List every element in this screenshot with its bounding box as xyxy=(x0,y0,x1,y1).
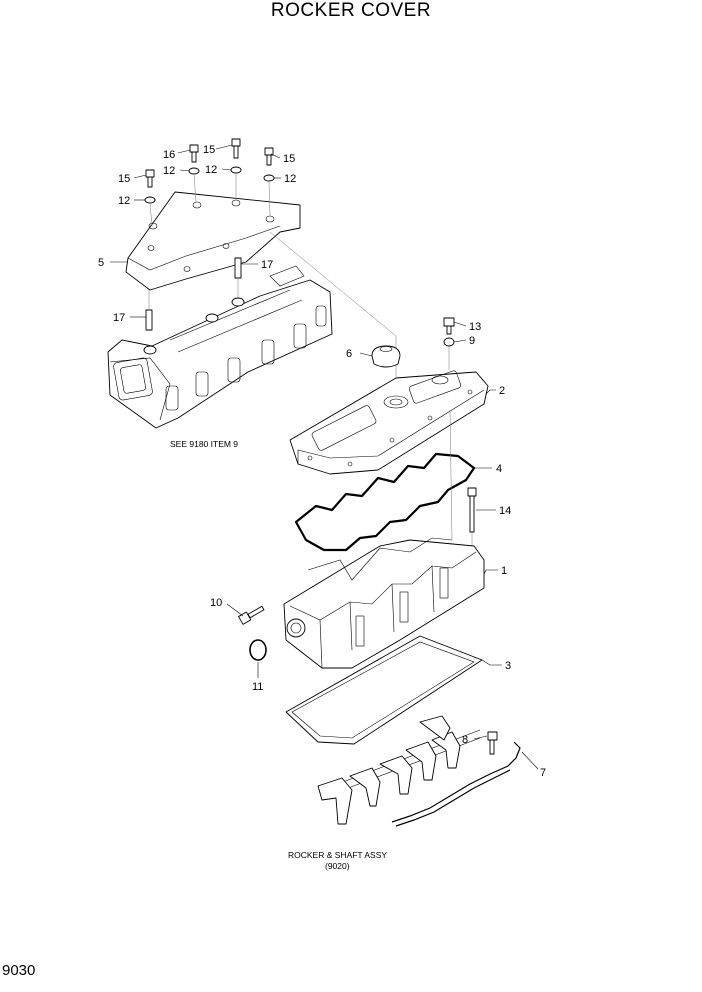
callout-label: 1 xyxy=(501,565,507,577)
heat-shield-plate xyxy=(125,191,301,291)
rocker-arm-group-3 xyxy=(419,715,461,769)
callout-label: 14 xyxy=(499,505,511,517)
page-number: 9030 xyxy=(2,962,36,979)
side-bolt xyxy=(238,605,265,625)
callouts: 16 15 15 15 12 12 12 15 12 5 17 17 6 13 … xyxy=(98,144,546,779)
plate-bolts-and-washers xyxy=(144,138,275,227)
callout-label: 6 xyxy=(346,348,352,360)
o-ring xyxy=(249,639,267,661)
bottom-gasket-inner xyxy=(291,641,475,739)
page-title: ROCKER COVER xyxy=(270,0,432,21)
callout-label: 17 xyxy=(261,259,273,271)
callout-label: 7 xyxy=(540,767,546,779)
callout-label: 13 xyxy=(469,321,481,333)
callout-label: 4 xyxy=(496,463,502,475)
callout-label: 17 xyxy=(113,312,125,324)
long-bolt xyxy=(449,409,477,552)
callout-label: 12 xyxy=(205,164,217,176)
callout-label: 15 xyxy=(283,153,295,165)
callout-label: 3 xyxy=(505,660,511,672)
rocker-shaft-assembly xyxy=(317,715,481,825)
callout-label: 15 xyxy=(203,144,215,156)
rocker-assy-reference-number: (9020) xyxy=(325,861,350,871)
callout-label: 2 xyxy=(499,385,505,397)
callout-label: 8 xyxy=(462,734,468,746)
rocker-assy-reference-note: ROCKER & SHAFT ASSY xyxy=(288,850,387,860)
rocker-arm-group-2 xyxy=(379,741,437,795)
cover-gasket xyxy=(294,452,476,552)
callout-label: 12 xyxy=(163,165,175,177)
callout-label: 11 xyxy=(252,681,263,693)
callout-label: 12 xyxy=(118,195,130,207)
callout-label: 16 xyxy=(163,149,175,161)
rocker-cover xyxy=(289,370,489,475)
oil-pipe xyxy=(391,741,521,823)
leader-lines xyxy=(110,144,539,770)
cover-body xyxy=(283,537,485,669)
rocker-arm-group-1 xyxy=(317,767,381,825)
callout-label: 10 xyxy=(210,597,222,609)
breather-bolt xyxy=(443,317,455,370)
oil-filler-cap xyxy=(371,345,401,368)
callout-label: 9 xyxy=(469,335,475,347)
callout-label: 12 xyxy=(284,173,296,185)
callout-label: 15 xyxy=(118,173,130,185)
callout-label: 5 xyxy=(98,257,104,269)
bottom-gasket xyxy=(285,635,483,745)
manifold-reference-note: SEE 9180 ITEM 9 xyxy=(170,439,238,449)
intake-manifold xyxy=(107,265,333,429)
pipe-bolt xyxy=(487,731,498,755)
studs xyxy=(145,257,242,331)
